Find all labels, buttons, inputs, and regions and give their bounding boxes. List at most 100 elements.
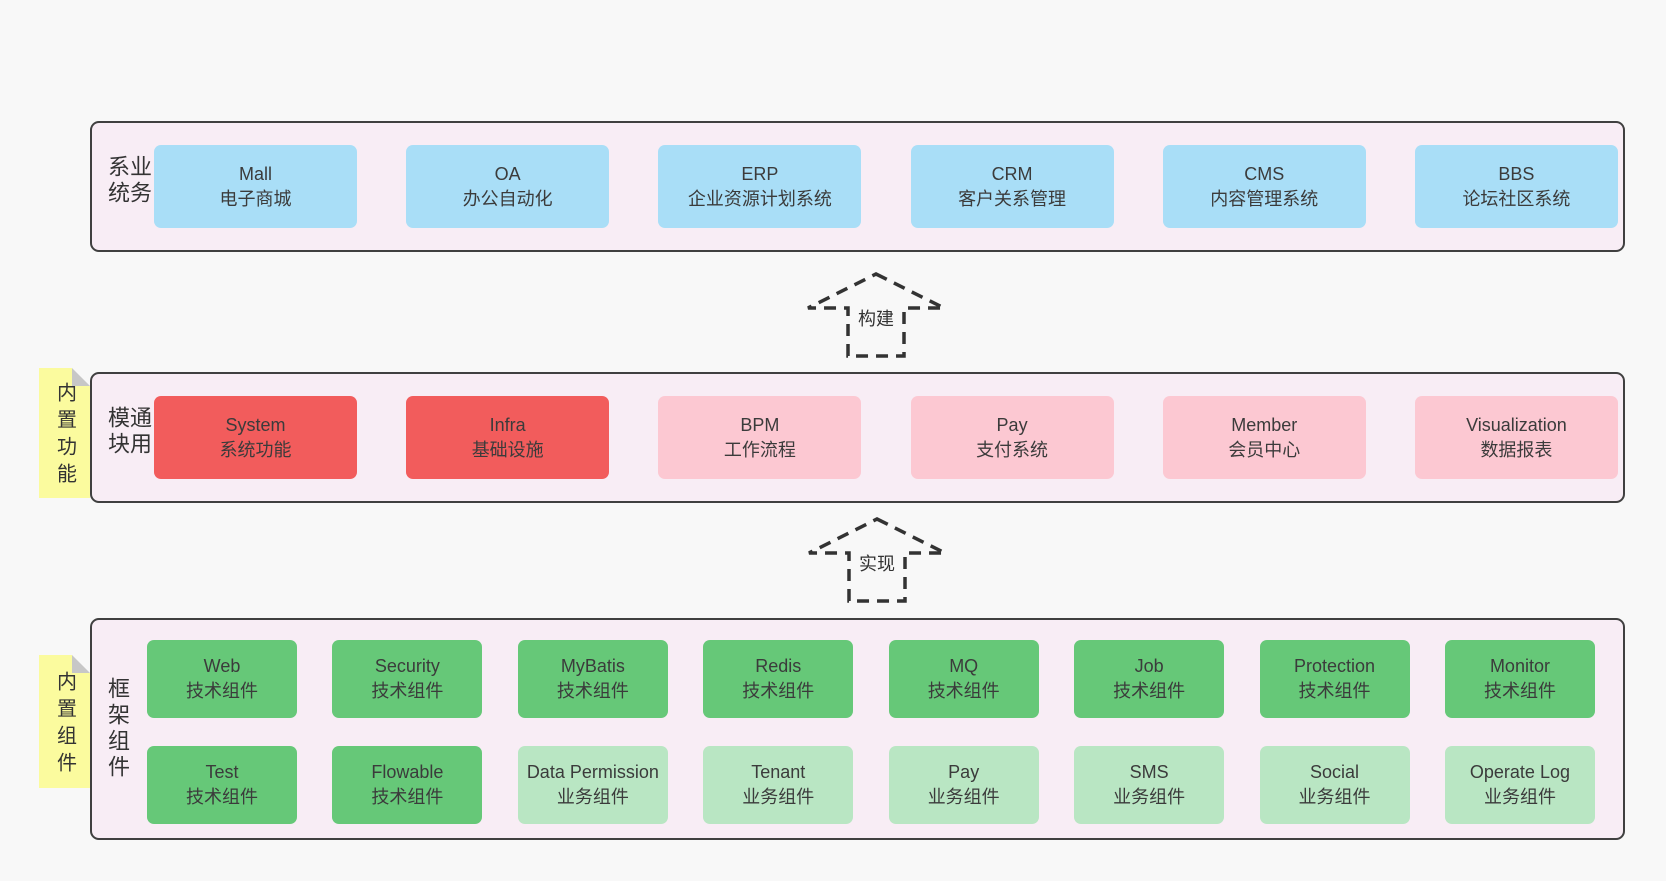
- box-redis-desc: 技术组件: [742, 681, 815, 701]
- box-data-permission-desc: 业务组件: [556, 787, 629, 807]
- box-bpm-name: BPM: [740, 414, 780, 435]
- box-sms-desc: 业务组件: [1113, 787, 1186, 807]
- box-member: Member 会员中心: [1162, 396, 1366, 479]
- box-web-name: Web: [203, 656, 241, 677]
- box-crm-name: CRM: [991, 163, 1033, 184]
- box-bbs: BBS 论坛社区系统: [1414, 145, 1618, 228]
- box-operate-log: Operate Log 业务组件: [1444, 746, 1595, 824]
- box-operate-log-desc: 业务组件: [1483, 787, 1556, 807]
- box-protection-name: Protection: [1294, 656, 1376, 677]
- box-flowable-desc: 技术组件: [371, 787, 444, 807]
- box-system-desc: 系统功能: [219, 439, 292, 460]
- implement-arrow-label: 实现: [855, 549, 899, 577]
- folded-corner-icon: [72, 368, 90, 386]
- box-cms: CMS 内容管理系统: [1162, 145, 1366, 228]
- box-protection: Protection 技术组件: [1259, 640, 1410, 718]
- box-pay-component-desc: 业务组件: [927, 787, 1000, 807]
- box-protection-desc: 技术组件: [1298, 681, 1371, 701]
- box-system-name: System: [225, 414, 286, 435]
- box-erp: ERP 企业资源计划系统: [658, 145, 862, 228]
- band-framework-components-label: 框架组件: [105, 677, 130, 781]
- folded-corner-icon: [72, 655, 90, 673]
- box-mq: MQ 技术组件: [888, 640, 1039, 718]
- box-tenant-name: Tenant: [751, 762, 806, 783]
- box-web: Web 技术组件: [147, 640, 297, 718]
- box-infra-desc: 基础设施: [471, 439, 544, 460]
- implement-arrow: 实现: [807, 517, 947, 603]
- sticky-built-in-components-label: 内置组件: [53, 670, 76, 779]
- box-pay-module-name: Pay: [996, 414, 1028, 435]
- build-arrow-label: 构建: [854, 304, 898, 332]
- box-erp-desc: 企业资源计划系统: [687, 188, 832, 209]
- box-bpm-desc: 工作流程: [723, 439, 796, 460]
- box-visualization-name: Visualization: [1466, 414, 1567, 435]
- box-social: Social 业务组件: [1259, 746, 1410, 824]
- box-redis-name: Redis: [755, 656, 802, 677]
- box-mybatis: MyBatis 技术组件: [517, 640, 668, 718]
- box-mybatis-name: MyBatis: [560, 656, 625, 677]
- box-monitor: Monitor 技术组件: [1444, 640, 1595, 718]
- band-framework-components: 框架组件 Web 技术组件 Security 技术组件 MyBatis 技术组件…: [90, 618, 1625, 840]
- box-visualization-desc: 数据报表: [1480, 439, 1553, 460]
- band-business-systems-label: 业务系统: [105, 154, 152, 207]
- box-pay-module-desc: 支付系统: [976, 439, 1049, 460]
- box-data-permission-name: Data Permission: [526, 762, 659, 783]
- box-crm-desc: 客户关系管理: [958, 188, 1067, 209]
- box-operate-log-name: Operate Log: [1469, 762, 1570, 783]
- box-bbs-desc: 论坛社区系统: [1462, 188, 1571, 209]
- sticky-built-in-functions: 内置功能: [39, 368, 90, 498]
- band-business-systems: 业务系统 Mall 电子商城 OA 办公自动化 ERP 企业资源计划系统 CRM…: [90, 121, 1625, 252]
- box-bbs-name: BBS: [1498, 163, 1535, 184]
- band-common-modules: 通用模块 System 系统功能 Infra 基础设施 BPM 工作流程 Pay…: [90, 372, 1625, 503]
- sticky-built-in-components: 内置组件: [39, 655, 90, 788]
- build-arrow: 构建: [806, 272, 946, 358]
- box-member-desc: 会员中心: [1228, 439, 1301, 460]
- box-flowable-name: Flowable: [371, 762, 444, 783]
- box-flowable: Flowable 技术组件: [332, 746, 483, 824]
- business-systems-boxes: Mall 电子商城 OA 办公自动化 ERP 企业资源计划系统 CRM 客户关系…: [154, 123, 1618, 250]
- box-test-desc: 技术组件: [186, 787, 258, 807]
- box-security: Security 技术组件: [332, 640, 483, 718]
- sticky-built-in-functions-label: 内置功能: [53, 382, 76, 490]
- box-infra-name: Infra: [489, 414, 526, 435]
- box-mall-desc: 电子商城: [219, 188, 292, 209]
- box-pay-component-name: Pay: [948, 762, 980, 783]
- box-bpm: BPM 工作流程: [658, 396, 862, 479]
- box-oa-name: OA: [494, 163, 521, 184]
- box-job-name: Job: [1134, 656, 1164, 677]
- box-pay-component: Pay 业务组件: [888, 746, 1039, 824]
- box-cms-name: CMS: [1244, 163, 1285, 184]
- band-common-modules-label: 通用模块: [105, 405, 152, 458]
- up-block-arrow-icon: [807, 272, 945, 358]
- box-infra: Infra 基础设施: [406, 396, 610, 479]
- box-redis: Redis 技术组件: [703, 640, 854, 718]
- box-mall-name: Mall: [238, 163, 272, 184]
- box-visualization: Visualization 数据报表: [1414, 396, 1618, 479]
- framework-components-boxes: Web 技术组件 Security 技术组件 MyBatis 技术组件 Redi…: [147, 640, 1595, 824]
- box-sms-name: SMS: [1129, 762, 1169, 783]
- up-block-arrow-icon: [808, 517, 946, 603]
- box-job: Job 技术组件: [1074, 640, 1225, 718]
- box-test-name: Test: [205, 762, 239, 783]
- box-job-desc: 技术组件: [1113, 681, 1186, 701]
- box-data-permission: Data Permission 业务组件: [517, 746, 668, 824]
- box-monitor-desc: 技术组件: [1483, 681, 1556, 701]
- box-mq-name: MQ: [949, 656, 979, 677]
- box-mq-desc: 技术组件: [927, 681, 1000, 701]
- box-tenant: Tenant 业务组件: [703, 746, 854, 824]
- box-pay-module: Pay 支付系统: [910, 396, 1114, 479]
- box-sms: SMS 业务组件: [1074, 746, 1225, 824]
- box-oa-desc: 办公自动化: [462, 188, 553, 209]
- box-crm: CRM 客户关系管理: [910, 145, 1114, 228]
- box-test: Test 技术组件: [147, 746, 297, 824]
- box-mybatis-desc: 技术组件: [556, 681, 629, 701]
- box-monitor-name: Monitor: [1489, 656, 1550, 677]
- box-mall: Mall 电子商城: [154, 145, 357, 228]
- box-oa: OA 办公自动化: [406, 145, 610, 228]
- box-cms-desc: 内容管理系统: [1210, 188, 1319, 209]
- box-tenant-desc: 业务组件: [742, 787, 815, 807]
- common-modules-boxes: System 系统功能 Infra 基础设施 BPM 工作流程 Pay 支付系统…: [154, 374, 1618, 501]
- box-social-desc: 业务组件: [1298, 787, 1371, 807]
- box-web-desc: 技术组件: [186, 681, 258, 701]
- box-system: System 系统功能: [154, 396, 357, 479]
